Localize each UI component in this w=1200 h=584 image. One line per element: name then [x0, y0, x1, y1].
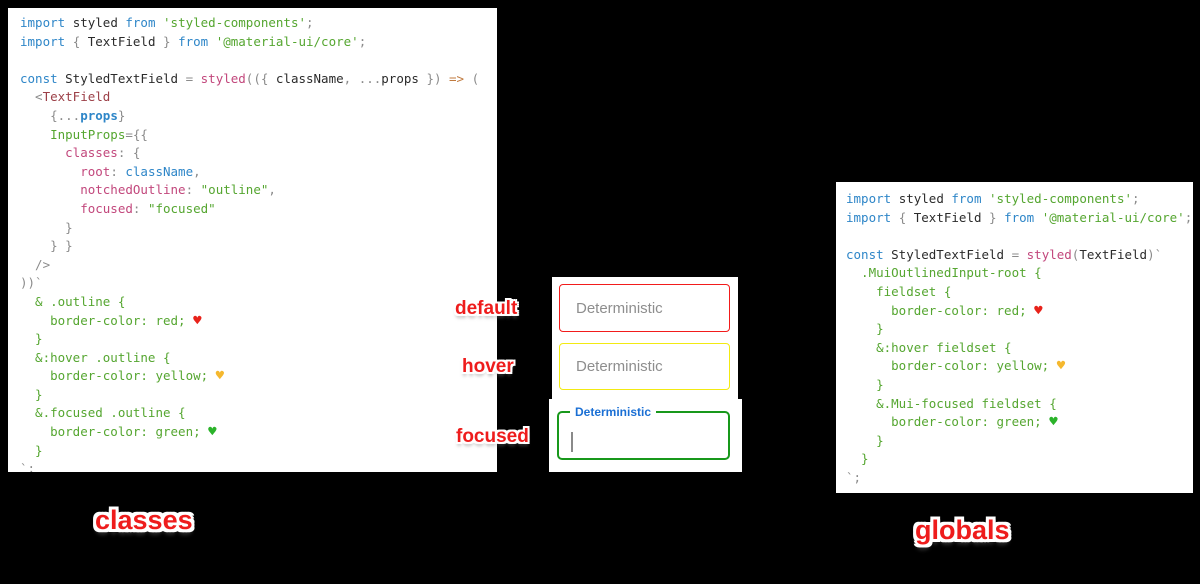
code-line: &:hover fieldset {	[846, 339, 1012, 355]
code-line: import { TextField } from '@material-ui/…	[846, 209, 1193, 225]
code-line: &:hover .outline {	[20, 349, 171, 365]
code-line: classes: {	[20, 145, 141, 161]
code-line: notchedOutline: "outline",	[20, 182, 276, 198]
code-line: <TextField	[20, 89, 111, 105]
code-line: import styled from 'styled-components';	[846, 191, 1140, 206]
classes-caption: classes	[95, 505, 193, 535]
code-line: }	[846, 376, 884, 392]
classes-code-snippet: import styled from 'styled-components'; i…	[8, 8, 497, 472]
code-line: border-color: yellow; ♥	[846, 358, 1066, 375]
code-line: } }	[20, 238, 73, 254]
globals-caption: globals	[915, 515, 1010, 545]
code-line: & .outline {	[20, 293, 126, 309]
code-line	[846, 227, 1193, 246]
textfield-focused-floating-label: Deterministic	[570, 404, 657, 420]
code-line: }	[846, 321, 884, 337]
code-line: }	[846, 432, 884, 448]
focused-state-label: focused	[456, 426, 529, 447]
code-line: />	[20, 256, 51, 272]
code-line: border-color: green; ♥	[20, 424, 217, 441]
code-line: border-color: red; ♥	[846, 302, 1043, 319]
default-state-label: default	[455, 298, 518, 319]
code-line: ))`	[20, 275, 43, 291]
code-line: }	[20, 386, 43, 402]
code-line: `;	[846, 469, 862, 485]
textfield-hover[interactable]	[559, 343, 730, 390]
code-line: }	[20, 219, 73, 235]
textfield-focused[interactable]: Deterministic	[557, 404, 730, 460]
code-line: focused: "focused"	[20, 200, 216, 216]
text-cursor	[571, 432, 573, 452]
textfield-hover-input[interactable]	[560, 344, 729, 389]
code-line: }	[20, 331, 43, 347]
code-line: &.focused .outline {	[20, 405, 186, 421]
textfield-default[interactable]	[559, 284, 730, 332]
code-line: }	[846, 451, 869, 467]
textfield-demo-panel	[552, 277, 738, 399]
hover-state-label: hover	[462, 356, 514, 377]
code-line: root: className,	[20, 163, 201, 179]
code-line: InputProps={{	[20, 126, 148, 142]
code-line: import { TextField } from '@material-ui/…	[20, 33, 367, 49]
code-line: `;	[20, 461, 36, 472]
code-line: }	[20, 442, 43, 458]
code-line: border-color: yellow; ♥	[20, 368, 225, 385]
code-line: {...props}	[20, 107, 126, 123]
code-line: &.Mui-focused fieldset {	[846, 395, 1057, 411]
code-line	[20, 51, 497, 70]
code-line: import styled from 'styled-components';	[20, 15, 314, 30]
code-line: fieldset {	[846, 283, 952, 299]
code-line: border-color: red; ♥	[20, 312, 202, 329]
globals-code-snippet: import styled from 'styled-components'; i…	[836, 182, 1193, 493]
textfield-default-input[interactable]	[560, 285, 729, 331]
code-line: const StyledTextField = styled(TextField…	[846, 246, 1163, 262]
code-line: .MuiOutlinedInput-root {	[846, 265, 1042, 281]
textfield-focused-input[interactable]	[559, 413, 728, 458]
code-line: const StyledTextField = styled(({ classN…	[20, 70, 480, 86]
code-line: border-color: green; ♥	[846, 414, 1058, 431]
textfield-focused-panel: Deterministic	[549, 399, 742, 472]
